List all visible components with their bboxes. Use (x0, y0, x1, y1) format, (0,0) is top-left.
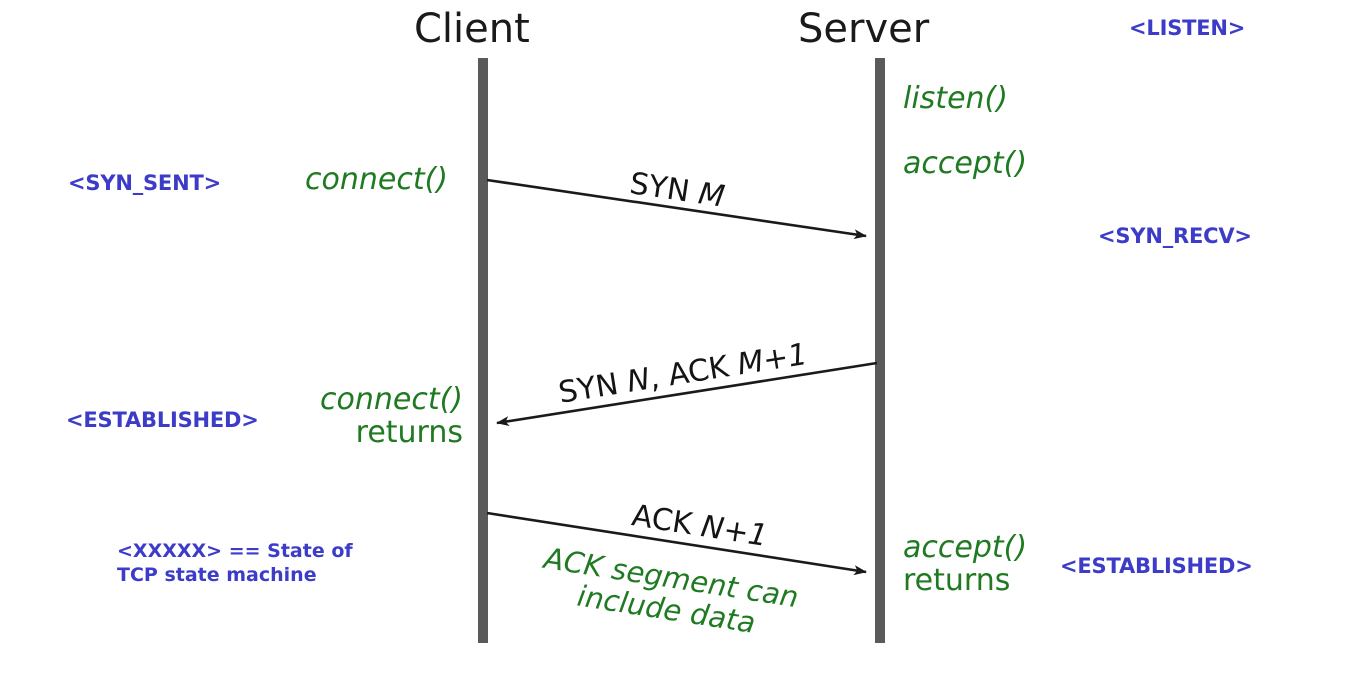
state-label-syn-recv: <SYN_RECV> (1098, 224, 1252, 248)
api-accept-returns-word: returns (903, 563, 1011, 598)
api-label-listen: listen() (903, 83, 1008, 115)
state-label-listen: <LISTEN> (1129, 16, 1246, 40)
lifeline-server (875, 58, 885, 643)
state-label-syn-sent: <SYN_SENT> (68, 171, 221, 195)
api-label-accept-returns: accept() returns (903, 531, 1027, 597)
heading-server: Server (798, 6, 930, 52)
legend-state-notation: <XXXXX> == State of TCP state machine (117, 540, 353, 586)
heading-client: Client (414, 6, 530, 52)
api-listen-text: listen() (903, 81, 1008, 116)
api-label-accept: accept() (903, 148, 1027, 180)
api-label-connect: connect() (305, 164, 448, 196)
api-connect-text: connect() (305, 162, 448, 197)
message-arrow-syn-ack (496, 361, 878, 427)
message-syn-part-1: M (696, 176, 727, 215)
api-accept-returns-call: accept() (903, 530, 1028, 565)
api-connect-returns-call: connect() (320, 382, 463, 417)
api-accept-text: accept() (903, 146, 1028, 181)
lifeline-client (478, 58, 488, 643)
state-label-established-client: <ESTABLISHED> (66, 408, 259, 432)
api-label-connect-returns: connect() returns (303, 383, 463, 449)
message-arrow-ack (486, 511, 867, 576)
message-arrow-syn (486, 178, 867, 240)
api-connect-returns-word: returns (355, 415, 463, 450)
state-label-established-server: <ESTABLISHED> (1060, 554, 1253, 578)
